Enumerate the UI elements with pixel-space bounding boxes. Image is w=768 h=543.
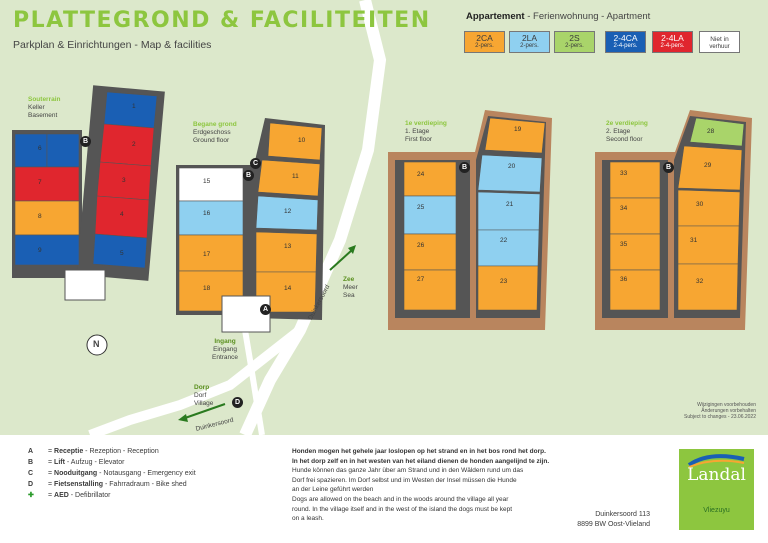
- page-subtitle: Parkplan & Einrichtungen - Map & facilit…: [13, 39, 212, 51]
- svg-text:26: 26: [417, 242, 425, 249]
- svg-text:27: 27: [417, 276, 425, 283]
- svg-text:36: 36: [620, 276, 628, 283]
- svg-text:33: 33: [620, 170, 628, 177]
- key-item: C= Nooduitgang - Notausgang - Emergency …: [28, 470, 196, 477]
- main-road: [239, 0, 387, 435]
- facility-key: A= Receptie - Rezeption - Reception B= L…: [28, 446, 196, 501]
- svg-text:6: 6: [38, 145, 42, 152]
- svg-text:29: 29: [704, 162, 712, 169]
- svg-text:31: 31: [690, 237, 698, 244]
- svg-text:28: 28: [707, 128, 715, 135]
- basement-building: 1 2 3 4 5 6 7 8 9: [12, 85, 165, 301]
- svg-text:19: 19: [514, 126, 522, 133]
- ground-building: 10 11 12 13 14 15 16 17 18: [176, 118, 325, 333]
- svg-text:13: 13: [284, 243, 292, 250]
- key-item: B= Lift - Aufzug - Elevator: [28, 459, 125, 466]
- svg-text:16: 16: [203, 210, 211, 217]
- key-item: A= Receptie - Rezeption - Reception: [28, 448, 159, 455]
- svg-text:4: 4: [120, 211, 124, 218]
- marker-bike-shed: D: [232, 397, 243, 408]
- svg-text:17: 17: [203, 251, 211, 258]
- marker-lift-ground: B: [243, 170, 254, 181]
- svg-text:21: 21: [506, 201, 514, 208]
- key-item: ✚= AED - Defibrillator: [28, 492, 111, 499]
- marker-lift-second: B: [663, 162, 674, 173]
- page-title: PLATTEGROND & FACILITEITEN: [13, 8, 431, 33]
- svg-text:35: 35: [620, 241, 628, 248]
- svg-text:34: 34: [620, 205, 628, 212]
- svg-text:25: 25: [417, 204, 425, 211]
- svg-text:8: 8: [38, 213, 42, 220]
- svg-text:32: 32: [696, 278, 704, 285]
- svg-text:22: 22: [500, 237, 508, 244]
- marker-reception: A: [260, 304, 271, 315]
- dog-policy: Honden mogen het gehele jaar loslopen op…: [292, 448, 550, 523]
- second-floor-building: 28 29 30 31 32 33 34 35 36: [595, 110, 752, 330]
- svg-text:24: 24: [417, 171, 425, 178]
- first-floor-building: 19 20 21 22 23 24 25 26 27: [388, 110, 552, 330]
- legend-heading: Appartement - Ferienwohnung - Apartment: [466, 11, 651, 22]
- svg-text:10: 10: [298, 137, 306, 144]
- info-footer: [0, 435, 768, 543]
- key-item: D= Fietsenstalling - Fahrradraum - Bike …: [28, 481, 187, 488]
- svg-text:7: 7: [38, 179, 42, 186]
- svg-text:12: 12: [284, 208, 292, 215]
- svg-text:1: 1: [132, 103, 136, 110]
- svg-text:15: 15: [203, 178, 211, 185]
- svg-text:3: 3: [122, 177, 126, 184]
- north-icon: N: [93, 339, 100, 349]
- marker-lift-basement: B: [80, 136, 91, 147]
- svg-text:5: 5: [120, 250, 124, 257]
- svg-text:30: 30: [696, 201, 704, 208]
- svg-text:14: 14: [284, 285, 292, 292]
- marker-lift-first: B: [459, 162, 470, 173]
- marker-emergency-exit: C: [250, 158, 261, 169]
- svg-text:18: 18: [203, 285, 211, 292]
- landal-logo: Landal Vliezuyu: [679, 449, 754, 530]
- svg-text:20: 20: [508, 163, 516, 170]
- svg-text:9: 9: [38, 247, 42, 254]
- svg-text:11: 11: [292, 173, 299, 180]
- svg-text:2: 2: [132, 141, 136, 148]
- svg-text:23: 23: [500, 278, 508, 285]
